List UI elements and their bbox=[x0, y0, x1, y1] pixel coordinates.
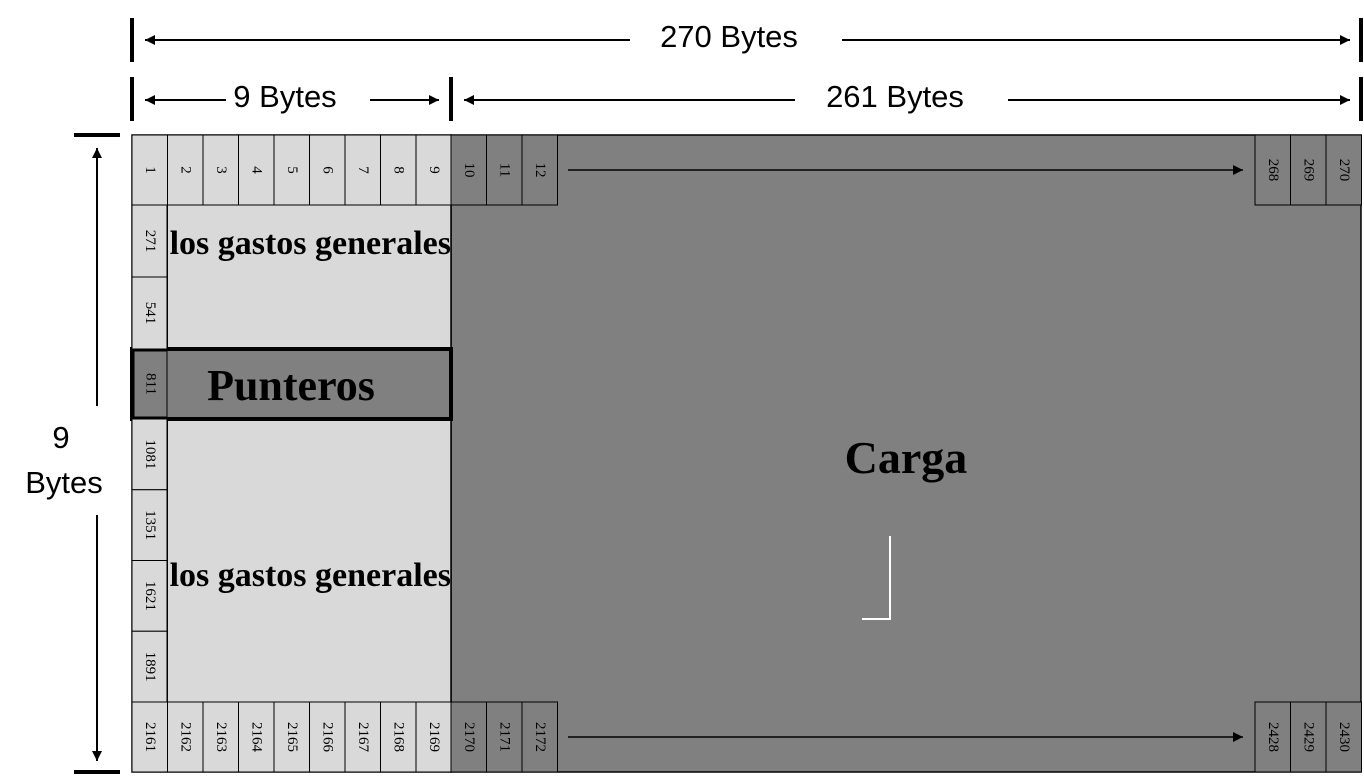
byte-cell-number: 2428 bbox=[1265, 722, 1281, 752]
byte-cell-number: 1621 bbox=[142, 581, 158, 611]
top-row-payload-end-cells: 268 269 270 bbox=[1254, 134, 1362, 206]
byte-cell bbox=[131, 204, 168, 278]
byte-cell bbox=[486, 701, 523, 773]
bottom-row-payload-start-cells: 2170 2171 2172 bbox=[450, 701, 558, 773]
byte-cell bbox=[309, 134, 346, 206]
byte-cell-number: 268 bbox=[1265, 159, 1281, 182]
pointers-label: Punteros bbox=[207, 361, 375, 410]
byte-cell-number: 2161 bbox=[142, 722, 158, 752]
byte-cell bbox=[131, 489, 168, 561]
byte-cell-number: 2162 bbox=[177, 722, 193, 752]
bottom-row-payload-end-cells: 2428 2429 2430 bbox=[1254, 701, 1362, 773]
byte-cell bbox=[167, 134, 204, 206]
payload-label: Carga bbox=[845, 432, 968, 483]
byte-cell-number: 2170 bbox=[461, 722, 477, 752]
byte-cell bbox=[1290, 134, 1327, 206]
byte-cell bbox=[273, 134, 310, 206]
byte-cell bbox=[309, 701, 346, 773]
byte-cell-number: 1351 bbox=[142, 510, 158, 540]
byte-cell-number: 2172 bbox=[532, 722, 548, 752]
byte-cell-number: 271 bbox=[142, 230, 158, 253]
byte-cell-number: 1891 bbox=[142, 652, 158, 682]
byte-cell-number: 10 bbox=[461, 163, 477, 178]
overhead-width-label: 9 Bytes bbox=[233, 79, 336, 114]
byte-cell bbox=[521, 701, 558, 773]
byte-cell-number: 6 bbox=[319, 166, 335, 174]
byte-cell bbox=[202, 701, 239, 773]
byte-cell-number: 2167 bbox=[355, 722, 371, 753]
byte-cell-number: 1081 bbox=[142, 439, 158, 469]
byte-cell-number: 5 bbox=[284, 166, 300, 174]
byte-cell bbox=[1254, 701, 1291, 773]
byte-cell-number: 2169 bbox=[426, 722, 442, 752]
byte-cell-number: 2 bbox=[177, 166, 193, 174]
height-unit-label: Bytes bbox=[25, 465, 103, 500]
byte-cell bbox=[1254, 134, 1291, 206]
byte-cell-number: 11 bbox=[496, 163, 512, 177]
byte-cell bbox=[344, 134, 381, 206]
byte-cell bbox=[238, 134, 275, 206]
byte-cell-number: 4 bbox=[248, 166, 264, 174]
byte-cell bbox=[521, 134, 558, 206]
top-row-payload-start-cells: 10 11 12 bbox=[450, 134, 558, 206]
left-column-cells: 271 541 811 1081 1351 1621 1891 bbox=[131, 204, 168, 703]
byte-cell-number: 541 bbox=[142, 302, 158, 325]
byte-cell bbox=[450, 134, 487, 206]
byte-cell-number: 811 bbox=[143, 373, 159, 395]
cursor-mark bbox=[862, 536, 891, 620]
pointer-band bbox=[130, 347, 453, 421]
byte-cell bbox=[486, 134, 523, 206]
byte-cell-number: 2429 bbox=[1300, 722, 1316, 752]
byte-cell-number: 9 bbox=[426, 166, 442, 174]
height-number-label: 9 bbox=[52, 420, 69, 455]
byte-cell-number: 7 bbox=[355, 166, 371, 174]
bottom-row-overhead-cells: 2161 2162 2163 2164 2165 2166 2167 2168 2169 bbox=[131, 701, 452, 773]
byte-cell bbox=[133, 350, 168, 418]
byte-cell-number: 2165 bbox=[284, 722, 300, 752]
byte-cell-number: 1 bbox=[142, 166, 158, 174]
byte-cell-number: 12 bbox=[532, 163, 548, 178]
byte-cell-number: 2430 bbox=[1336, 722, 1352, 752]
byte-cell bbox=[131, 418, 168, 491]
byte-cell bbox=[415, 701, 452, 773]
overhead-region bbox=[131, 134, 452, 773]
byte-cell bbox=[238, 701, 275, 773]
overhead-top-label: los gastos generales bbox=[170, 225, 451, 262]
byte-cell bbox=[202, 134, 239, 206]
byte-cell bbox=[450, 701, 487, 773]
byte-cell-number: 269 bbox=[1300, 159, 1316, 182]
top-row-overhead-cells: 1 2 3 4 5 6 7 8 9 bbox=[131, 134, 452, 206]
byte-cell bbox=[131, 276, 168, 350]
byte-cell bbox=[167, 701, 204, 773]
byte-cell-number: 8 bbox=[390, 166, 406, 174]
overhead-bottom-label: los gastos generales bbox=[170, 557, 451, 594]
byte-cell-number: 3 bbox=[213, 166, 229, 174]
byte-cell bbox=[1325, 701, 1362, 773]
byte-cell bbox=[1290, 701, 1327, 773]
byte-cell bbox=[415, 134, 452, 206]
byte-cell-number: 2164 bbox=[248, 722, 264, 753]
payload-width-label: 261 Bytes bbox=[826, 79, 964, 114]
byte-cell-number: 2163 bbox=[213, 722, 229, 752]
total-width-label: 270 Bytes bbox=[660, 19, 798, 54]
byte-cell-number: 2168 bbox=[390, 722, 406, 752]
byte-cell-number: 2166 bbox=[319, 722, 335, 753]
payload-region bbox=[450, 134, 1362, 773]
byte-cell-number: 2171 bbox=[496, 722, 512, 752]
byte-cell-number: 270 bbox=[1336, 159, 1352, 182]
byte-cell bbox=[1325, 134, 1362, 206]
